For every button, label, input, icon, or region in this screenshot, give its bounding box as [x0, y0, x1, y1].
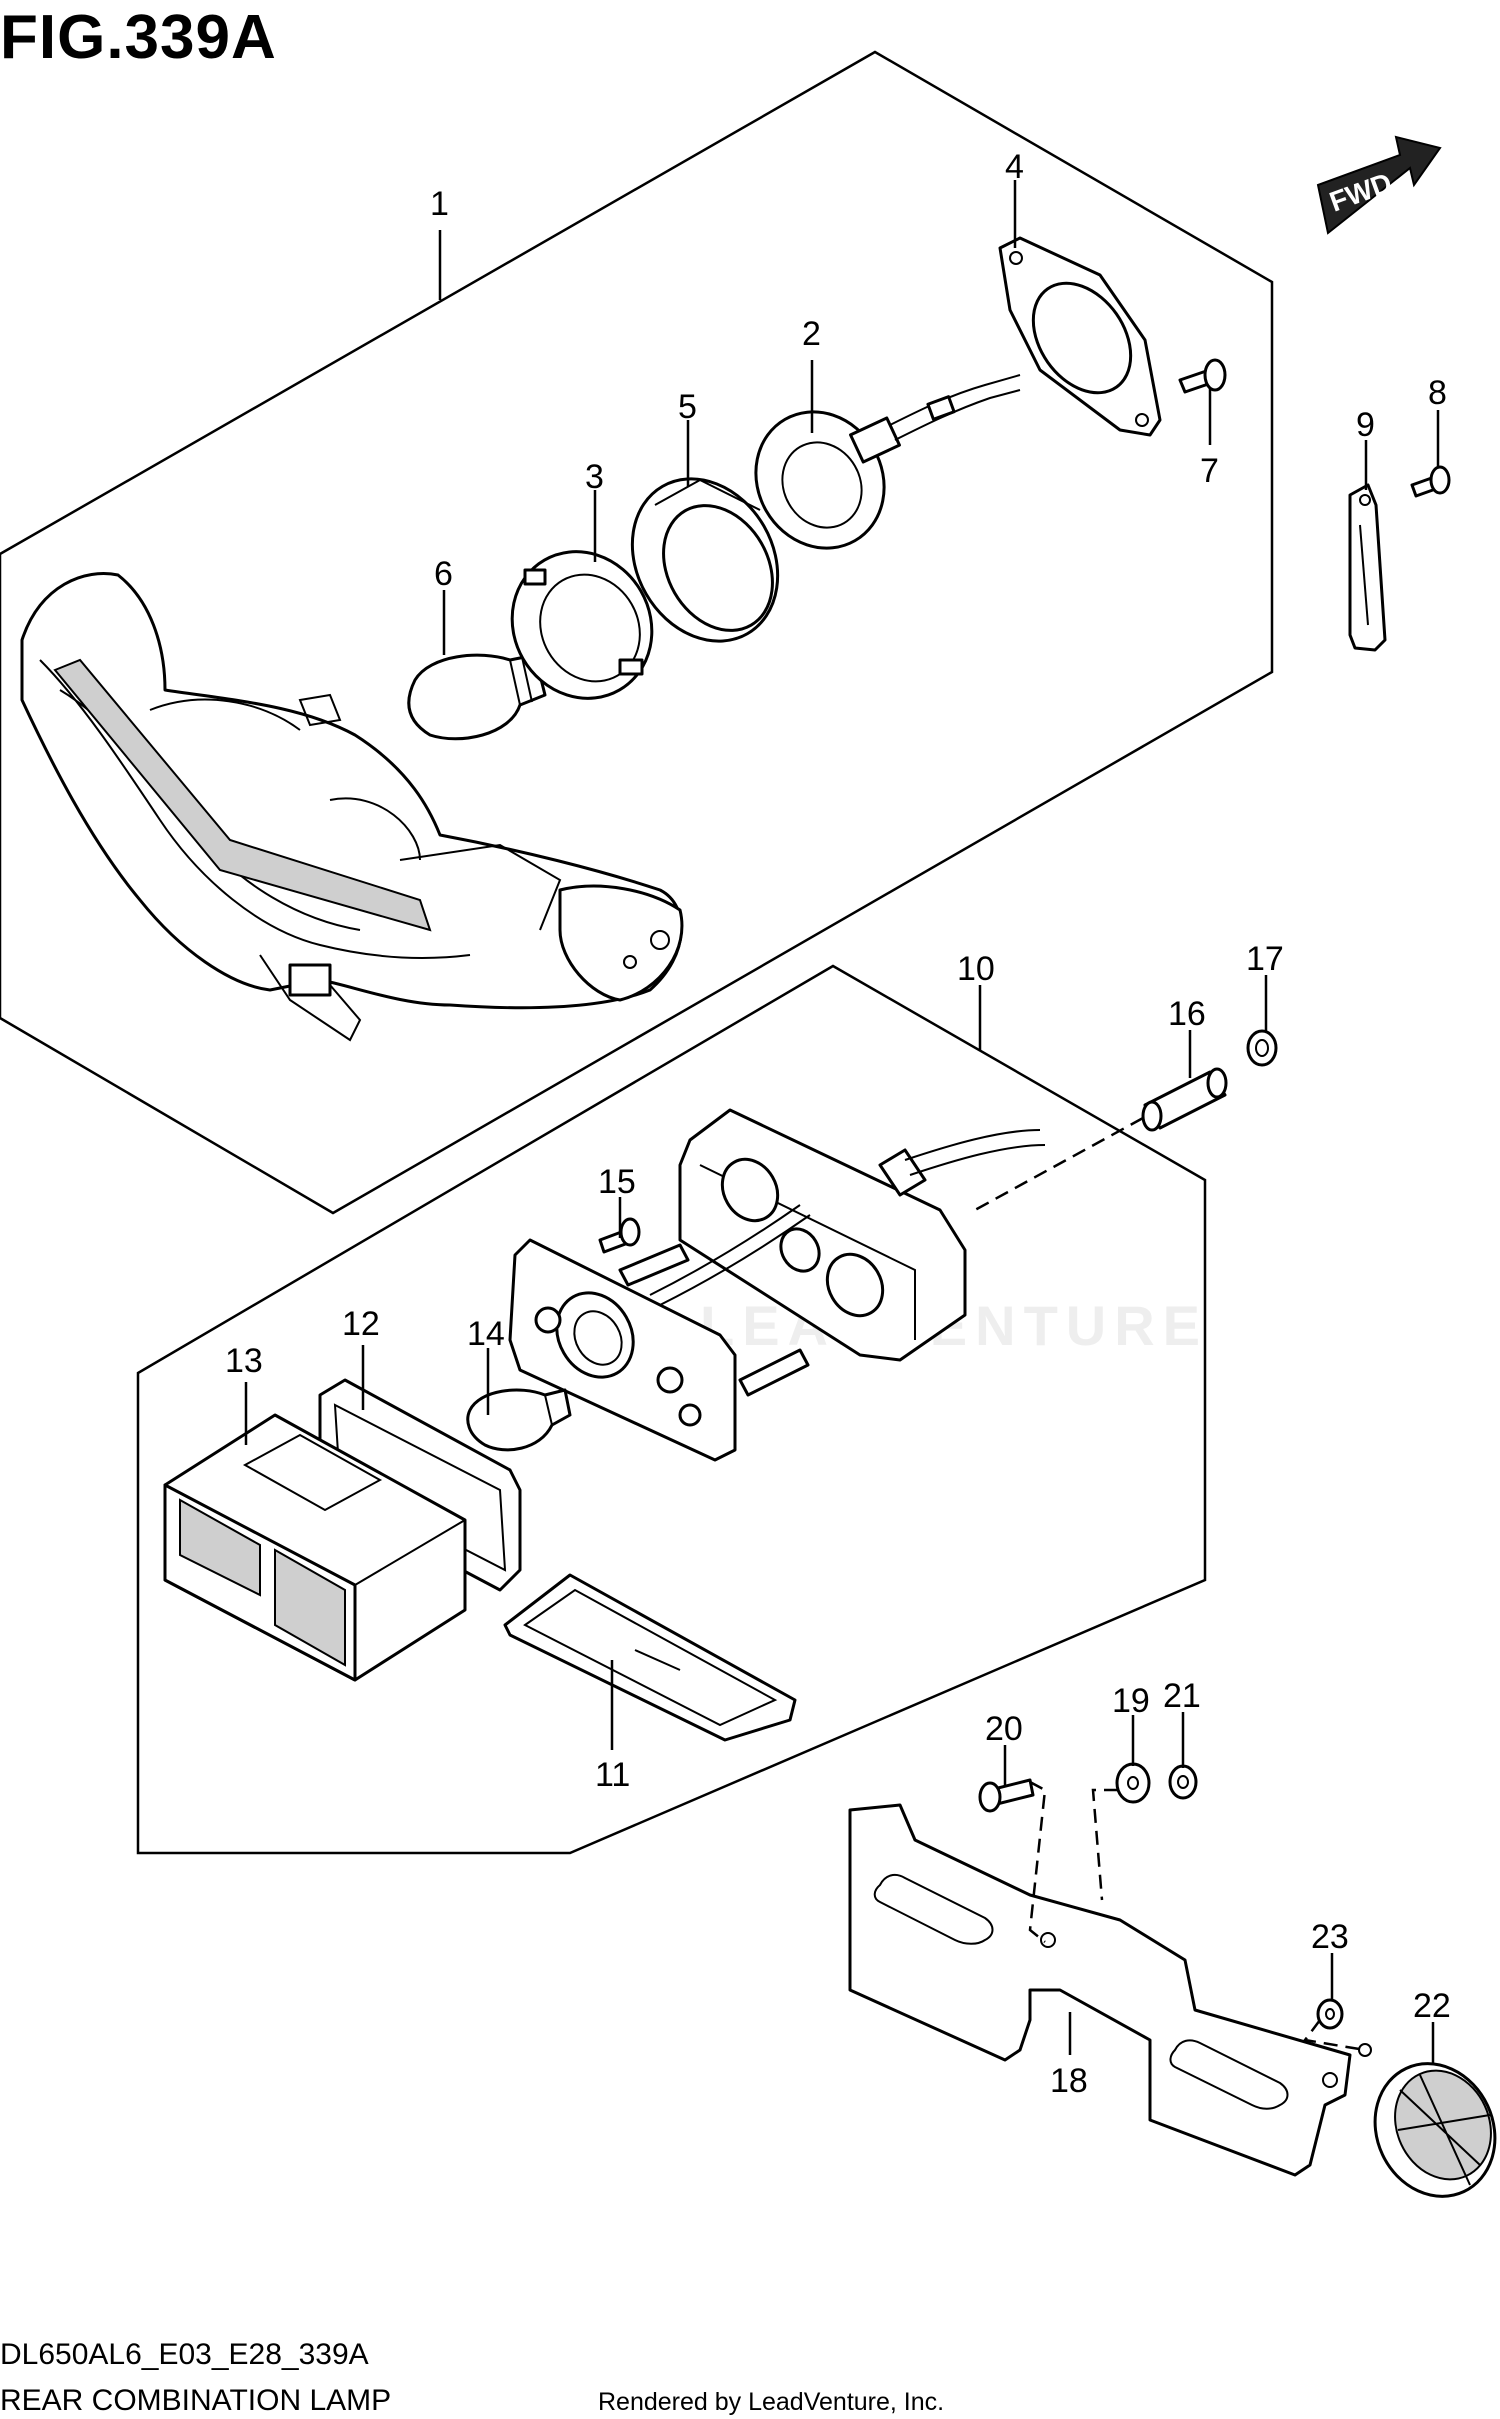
reflector-22 [1373, 2062, 1497, 2198]
spacer-16 [1141, 1067, 1228, 1132]
plate-4 [998, 236, 1162, 437]
callout-18: 18 [1050, 2062, 1088, 2100]
bolt-20 [978, 1778, 1035, 1813]
screw-7 [1178, 358, 1227, 394]
callout-5: 5 [678, 388, 697, 426]
clamp-9 [1348, 483, 1387, 652]
nut-21 [1168, 1764, 1198, 1800]
callout-21: 21 [1163, 1677, 1201, 1715]
nut-23 [1316, 1998, 1344, 2030]
forward-arrow-icon: FWD [1316, 135, 1442, 235]
dashed-assembly-lines [974, 1116, 1366, 2052]
callout-19: 19 [1112, 1682, 1150, 1720]
callout-23: 22 [1413, 1987, 1451, 2025]
callout-10: 10 [957, 950, 995, 988]
callout-15: 15 [598, 1163, 636, 1201]
callout-12: 12 [342, 1305, 380, 1343]
callout-14: 14 [467, 1315, 505, 1353]
bulb-6 [407, 653, 547, 741]
assembly-box-10 [136, 964, 1207, 1855]
screw-8 [1410, 465, 1451, 498]
figure-name: REAR COMBINATION LAMP [0, 2384, 391, 2417]
assembly-box-1 [0, 50, 1274, 1215]
callout-13: 13 [225, 1342, 263, 1380]
gasket-3 [510, 550, 654, 700]
callout-6: 6 [434, 555, 453, 593]
figure-title: FIG.339A [0, 3, 277, 72]
callout-11: 11 [595, 1756, 630, 1794]
callout-8: 8 [1428, 374, 1447, 412]
callout-17: 17 [1246, 940, 1284, 978]
callout-9: 9 [1356, 406, 1375, 444]
socket-plate [508, 1204, 811, 1462]
washer-19 [1115, 1762, 1151, 1804]
license-lamp-housing-10 [678, 1108, 1046, 1362]
render-credit: Rendered by LeadVenture, Inc. [598, 2388, 944, 2416]
callout-20: 20 [985, 1710, 1023, 1748]
callout-4: 4 [1005, 148, 1024, 186]
lens-13 [163, 1413, 467, 1682]
figure-code: DL650AL6_E03_E28_339A [0, 2338, 369, 2371]
callout-labels: 1 2 3 4 5 6 7 8 9 10 11 12 13 14 15 16 1… [225, 148, 1451, 2100]
callout-3: 3 [585, 458, 604, 496]
callout-1: 1 [430, 185, 449, 223]
callout-16: 16 [1168, 995, 1206, 1033]
callout-7: 7 [1200, 452, 1219, 490]
callout-2: 2 [802, 315, 821, 353]
nut-17 [1246, 1029, 1278, 1067]
bulb-14 [466, 1388, 572, 1452]
ring-5 [630, 477, 780, 643]
screw-15 [598, 1217, 641, 1254]
bracket-18 [848, 1803, 1372, 2177]
rear-combination-lamp [20, 572, 684, 1042]
leader-lines [244, 180, 1440, 2065]
socket-2 [754, 374, 1021, 550]
lens-plate-11 [503, 1573, 797, 1742]
callout-22: 23 [1311, 1918, 1349, 1956]
